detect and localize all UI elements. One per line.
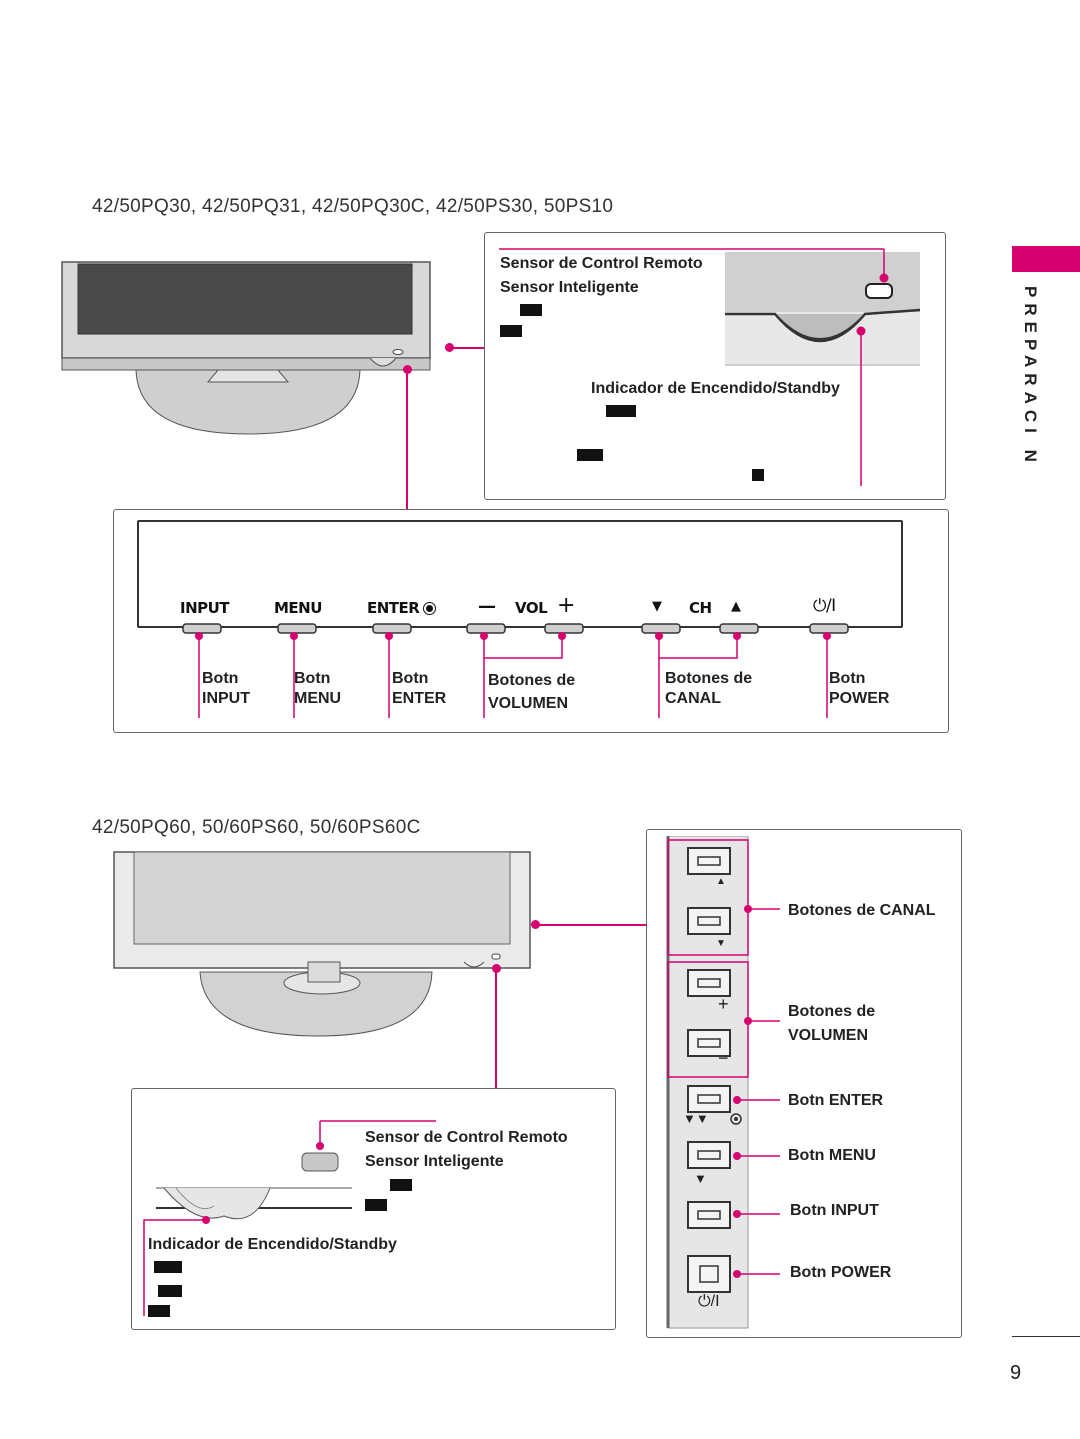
pointer-dot — [492, 964, 501, 973]
sensor-closeup-1 — [499, 248, 921, 486]
panel-enter-text: ENTER — [367, 599, 420, 617]
side-label-power: Botn POWER — [790, 1264, 892, 1281]
control-panel-front — [137, 520, 903, 628]
panel-buttons-1 — [182, 623, 849, 718]
page-rule — [1012, 1336, 1080, 1337]
redacted-block — [390, 1179, 412, 1191]
power-indicator-label: Indicador de Encendido/Standby — [591, 380, 840, 397]
side-ch-up-icon: ▲ — [716, 876, 726, 887]
side-label-input: Botn INPUT — [790, 1202, 879, 1219]
pointer-line — [406, 372, 408, 510]
side-ch-down-icon: ▼ — [716, 938, 726, 949]
section-title: PREPARACI N — [1021, 286, 1040, 468]
redacted-block — [577, 449, 603, 461]
redacted-block — [365, 1199, 387, 1211]
pointer-line — [452, 347, 490, 349]
side-vol-plus-icon: + — [718, 994, 729, 1014]
panel-ch-up-icon: ▲ — [731, 599, 741, 614]
side-label-enter: Botn ENTER — [788, 1092, 884, 1109]
side-panel-illustration — [666, 836, 780, 1329]
power-indicator-label-2: Indicador de Encendido/Standby — [148, 1236, 397, 1253]
pointer-dot — [403, 365, 412, 374]
panel-power-icon: ⏻/I — [813, 596, 836, 616]
panel-menu-text: MENU — [274, 599, 322, 617]
redacted-block — [606, 405, 636, 417]
side-menu-arrow-icon: ▼ — [694, 1171, 707, 1186]
panel-ch-down-icon: ▼ — [652, 599, 662, 614]
panel-ch-text: CH — [689, 599, 712, 617]
pointer-dot — [531, 920, 540, 929]
redacted-block — [520, 304, 542, 316]
sensor-remote-label-2: Sensor de Control Remoto — [365, 1129, 568, 1146]
panel-minus-text: — — [478, 596, 496, 617]
side-label-canal: Botones de CANAL — [788, 902, 936, 919]
pointer-line — [495, 970, 497, 1088]
side-enter-arrows-icon: ▼▼ — [683, 1111, 709, 1126]
sensor-smart-label-2: Sensor Inteligente — [365, 1153, 504, 1170]
tv-illustration-2 — [113, 851, 531, 1037]
redacted-block — [752, 469, 764, 481]
redacted-block — [148, 1305, 170, 1317]
enter-symbol-icon — [423, 602, 436, 615]
tv-illustration-1 — [61, 261, 431, 435]
page-number: 9 — [1010, 1362, 1022, 1384]
side-power-symbol-icon: ⏻/I — [698, 1293, 720, 1310]
sensor-smart-label: Sensor Inteligente — [500, 279, 639, 296]
redacted-block — [500, 325, 522, 337]
model1-title: 42/50PQ30, 42/50PQ31, 42/50PQ30C, 42/50P… — [92, 196, 614, 217]
sensor-closeup-2 — [143, 1120, 436, 1316]
side-label-menu: Botn MENU — [788, 1147, 876, 1164]
sensor-remote-label: Sensor de Control Remoto — [500, 255, 703, 272]
panel-plus-text: + — [557, 593, 575, 618]
section-tab — [1012, 246, 1080, 272]
pointer-dot — [445, 343, 454, 352]
redacted-block — [158, 1285, 182, 1297]
panel-input-text: INPUT — [180, 599, 230, 617]
side-vol-minus-icon: − — [718, 1048, 729, 1068]
pointer-line — [538, 924, 646, 926]
panel-vol-text: VOL — [515, 599, 548, 617]
redacted-block — [154, 1261, 182, 1273]
model2-title: 42/50PQ60, 50/60PS60, 50/60PS60C — [92, 817, 421, 838]
